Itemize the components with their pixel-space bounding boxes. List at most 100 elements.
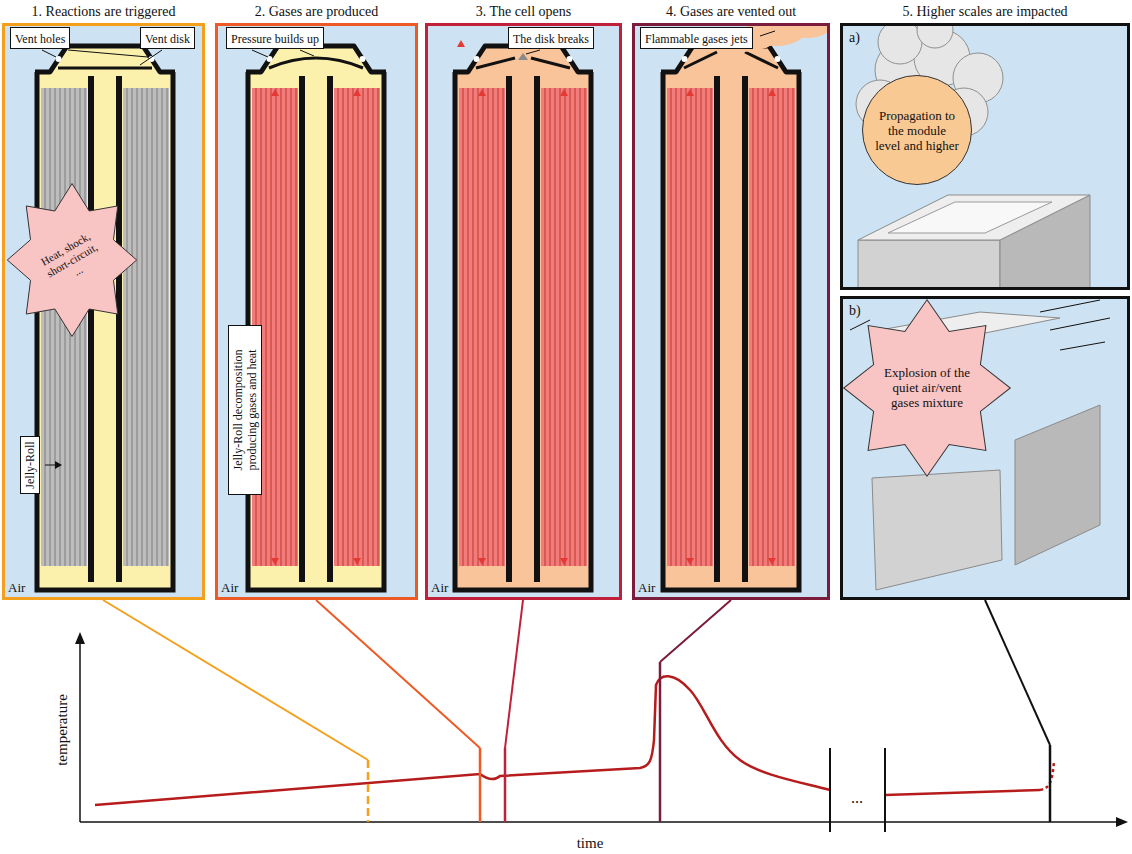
jelly-roll-layer bbox=[788, 88, 789, 566]
panel-art bbox=[425, 23, 622, 600]
stage-panel: b) Explosion of the quiet air/vent gases … bbox=[840, 296, 1130, 600]
cell-can bbox=[455, 72, 591, 590]
stage-time-marker bbox=[367, 760, 370, 822]
panel-art bbox=[215, 23, 418, 600]
debris-line bbox=[1040, 300, 1100, 312]
stage-pointer bbox=[660, 600, 731, 662]
module-fragment bbox=[872, 470, 1002, 590]
leader-line bbox=[526, 50, 540, 54]
axis-arrowhead bbox=[75, 632, 85, 644]
jelly-roll-layer bbox=[276, 88, 277, 566]
axis-arrowhead bbox=[1116, 817, 1128, 827]
jelly-roll bbox=[459, 88, 505, 566]
panel-label: Air bbox=[638, 580, 655, 595]
callout-text: Flammable gases jets bbox=[645, 32, 748, 46]
stage-panel: 3. The cell opensAirThe disk breaks bbox=[425, 23, 622, 600]
callout-text: The disk breaks bbox=[513, 32, 589, 46]
panel-label: b) bbox=[849, 303, 861, 319]
leader-arrowhead bbox=[55, 461, 62, 469]
jelly-roll-layer bbox=[545, 88, 546, 566]
flow-arrowhead bbox=[457, 40, 465, 47]
jelly-roll-layer bbox=[580, 88, 581, 566]
leader-line bbox=[68, 50, 148, 57]
jelly-roll-layer bbox=[162, 88, 163, 566]
jelly-roll-layer bbox=[758, 88, 759, 566]
jelly-roll-layer bbox=[570, 88, 571, 566]
jelly-roll-layer bbox=[157, 88, 158, 566]
jelly-roll bbox=[334, 88, 380, 566]
axis-title: time bbox=[577, 835, 604, 852]
debris-line bbox=[1050, 318, 1110, 330]
flow-arrowhead bbox=[560, 89, 568, 96]
panel-ground bbox=[425, 23, 622, 600]
stage-time-marker bbox=[504, 748, 507, 822]
stage-pointer bbox=[103, 600, 368, 760]
flow-arrowhead bbox=[353, 89, 361, 96]
starburst-text: Explosion of the quiet air/vent gases mi… bbox=[879, 366, 975, 411]
jelly-roll-layer bbox=[463, 88, 464, 566]
stage-panel: 4. Gases are vented outAirFlammable gase… bbox=[632, 23, 830, 600]
vent-hole bbox=[56, 56, 62, 62]
panel-heading: 3. The cell opens bbox=[428, 4, 619, 20]
jelly-roll-layer bbox=[503, 88, 504, 566]
jelly-roll-layer bbox=[473, 88, 474, 566]
jelly-roll-layer bbox=[65, 88, 66, 566]
ellipsis-mark: ... bbox=[851, 789, 863, 807]
jelly-roll-layer bbox=[763, 88, 764, 566]
debris-line bbox=[850, 320, 870, 330]
mandrel-wall bbox=[327, 76, 333, 582]
jelly-roll-layer bbox=[681, 88, 682, 566]
vent-hole bbox=[360, 56, 366, 62]
stage-time-marker bbox=[479, 748, 482, 822]
cell-cap bbox=[35, 46, 175, 72]
jelly-roll-layer bbox=[363, 88, 364, 566]
stage-pointer bbox=[985, 600, 1050, 745]
panel-ground bbox=[215, 23, 418, 600]
callout-text: Pressure builds up bbox=[231, 32, 319, 46]
panel-art bbox=[840, 23, 1130, 290]
panel-heading: 2. Gases are produced bbox=[218, 4, 415, 20]
jelly-roll-layer bbox=[338, 88, 339, 566]
jelly-roll-layer bbox=[348, 88, 349, 566]
stage-panel: 2. Gases are producedAirPressure builds … bbox=[215, 23, 418, 600]
module-fragment bbox=[1015, 405, 1100, 565]
vent-hole bbox=[567, 56, 573, 62]
panel-ground bbox=[632, 23, 830, 600]
smoke-cloud bbox=[878, 23, 922, 64]
panel-art bbox=[840, 296, 1130, 600]
jelly-roll-layer bbox=[167, 88, 168, 566]
module-top bbox=[858, 195, 1090, 240]
axis-break bbox=[884, 748, 886, 832]
jelly-roll-layer bbox=[353, 88, 354, 566]
jelly-roll-layer bbox=[565, 88, 566, 566]
mandrel-wall bbox=[534, 76, 540, 582]
flow-arrowhead bbox=[686, 89, 694, 96]
panel-heading: 4. Gases are vented out bbox=[635, 4, 827, 20]
jelly-roll-layer bbox=[286, 88, 287, 566]
cell-can bbox=[37, 72, 173, 590]
starburst: Heat, shock, short-circuit, ... bbox=[6, 182, 138, 338]
propagation-circle: Propagation to the module level and high… bbox=[862, 75, 972, 185]
jelly-roll-layer bbox=[793, 88, 794, 566]
mandrel-wall bbox=[742, 76, 748, 582]
rotated-label-box: Jelly-Roll bbox=[20, 436, 40, 494]
jelly-roll-layer bbox=[701, 88, 702, 566]
vent-hole bbox=[775, 56, 781, 62]
callout-box: Pressure builds up bbox=[226, 27, 324, 49]
callout-box: Vent disk bbox=[140, 27, 195, 49]
temperature-curve bbox=[95, 676, 830, 805]
panel-ground bbox=[2, 23, 205, 600]
jelly-roll-layer bbox=[147, 88, 148, 566]
jelly-roll-layer bbox=[585, 88, 586, 566]
cell-interior bbox=[663, 72, 799, 588]
panel-label: Air bbox=[221, 580, 238, 595]
cell-cap bbox=[453, 46, 593, 72]
module-front bbox=[858, 240, 1000, 290]
mandrel-wall bbox=[116, 76, 122, 582]
axis-title: temperature bbox=[54, 694, 71, 766]
cell-interior bbox=[455, 72, 591, 588]
vent-disk bbox=[58, 67, 152, 70]
jelly-roll-layer bbox=[555, 88, 556, 566]
stage-time-marker bbox=[659, 662, 662, 822]
